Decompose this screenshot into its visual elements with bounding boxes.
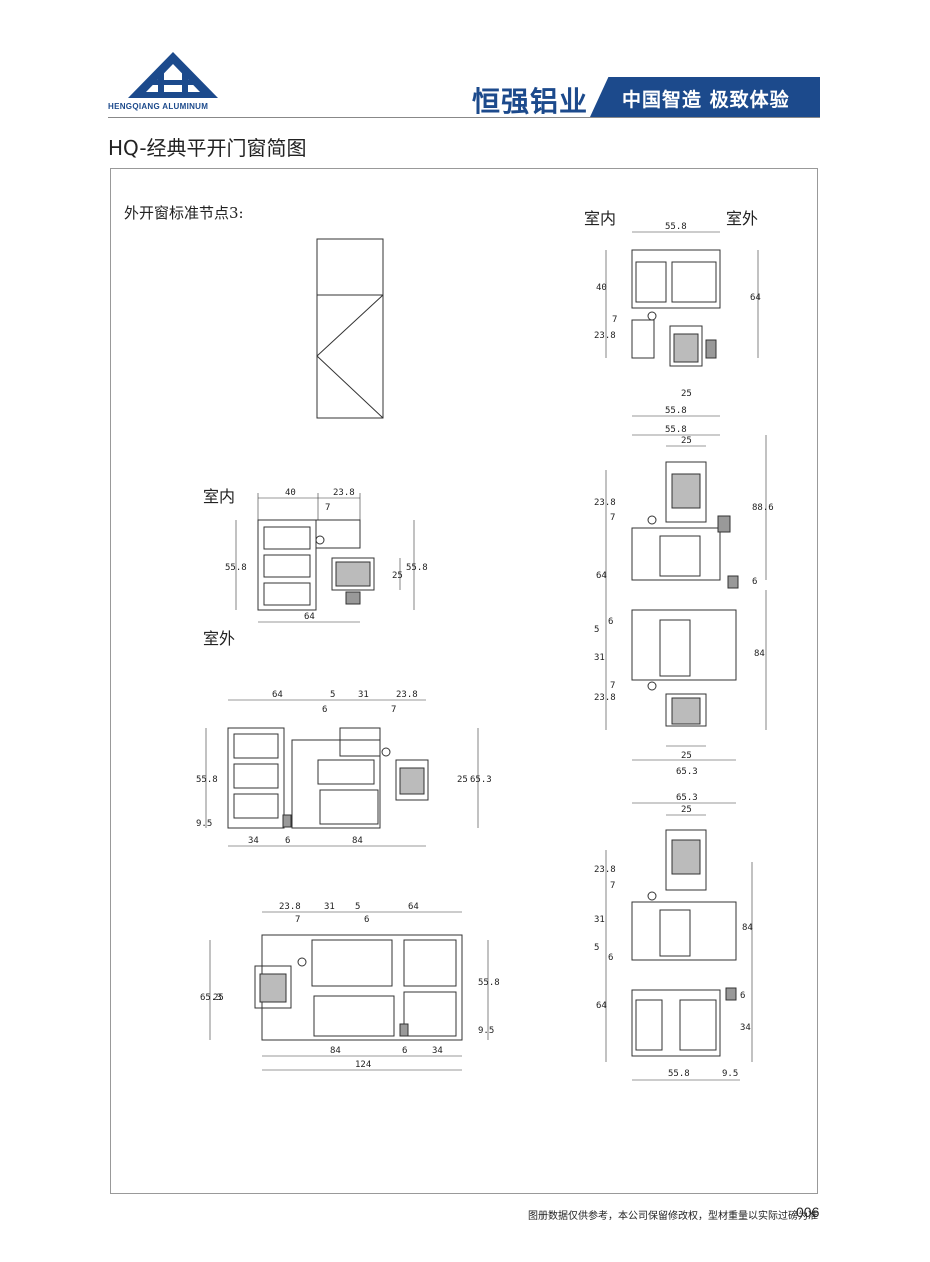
dim-f-64: 64 <box>596 1001 607 1011</box>
dim-b-6b: 6 <box>285 836 290 846</box>
dim-e-238-bottom: 23.8 <box>594 693 616 703</box>
dim-c-34: 34 <box>432 1046 443 1056</box>
section-d-dims <box>605 231 759 417</box>
dim-c-84: 84 <box>330 1046 341 1056</box>
dim-e-7-top: 7 <box>610 513 615 523</box>
dim-b-31: 31 <box>358 690 369 700</box>
page-title: HQ-经典平开门窗简图 <box>108 136 307 160</box>
dim-f-6-right: 6 <box>740 991 745 1001</box>
dim-f-7: 7 <box>610 881 615 891</box>
dim-e-6-left: 6 <box>608 617 613 627</box>
dim-b-558: 55.8 <box>196 775 218 785</box>
dim-e-84: 84 <box>754 649 765 659</box>
dim-c-64: 64 <box>408 902 419 912</box>
section-b-profile <box>227 727 429 829</box>
dim-c-124: 124 <box>355 1060 371 1070</box>
dim-c-95: 9.5 <box>478 1026 494 1036</box>
dim-e-7-bottom: 7 <box>610 681 615 691</box>
section-c-profile <box>254 934 463 1041</box>
footer-note: 图册数据仅供参考，本公司保留修改权，型材重量以实际过磅为准 <box>528 1211 818 1222</box>
logo-text: HENGQIANG ALUMINUM <box>108 102 209 111</box>
dim-e-653: 65.3 <box>676 767 698 777</box>
dim-f-558: 55.8 <box>668 1069 690 1079</box>
dim-a-238: 23.8 <box>333 488 355 498</box>
dim-d-40: 40 <box>596 283 607 293</box>
label-indoor-b: 室内 <box>584 209 617 228</box>
dim-e-5: 5 <box>594 625 599 635</box>
dim-b-34: 34 <box>248 836 259 846</box>
dim-d-558-top: 55.8 <box>665 222 687 232</box>
dim-a-40: 40 <box>285 488 296 498</box>
dim-d-64: 64 <box>750 293 761 303</box>
dim-a-64: 64 <box>304 612 315 622</box>
dim-f-653: 65.3 <box>676 793 698 803</box>
dim-a-7: 7 <box>325 503 330 513</box>
dim-b-653: 65.3 <box>470 775 492 785</box>
dim-e-886: 88.6 <box>752 503 774 513</box>
section-f-dims <box>605 802 753 1081</box>
dim-b-6: 6 <box>322 705 327 715</box>
company-logo-icon <box>128 52 218 98</box>
header-divider <box>108 117 820 118</box>
dim-e-25-bottom: 25 <box>681 751 692 761</box>
dim-a-558-right: 55.8 <box>406 563 428 573</box>
section-e-dims <box>605 434 767 761</box>
dim-c-31: 31 <box>324 902 335 912</box>
dim-a-25: 25 <box>392 571 403 581</box>
dim-e-31: 31 <box>594 653 605 663</box>
dim-d-25: 25 <box>681 389 692 399</box>
dim-e-238-top: 23.8 <box>594 498 616 508</box>
section-c-dims <box>209 911 489 1071</box>
section-b-dims <box>205 699 479 847</box>
dim-b-25: 25 <box>457 775 468 785</box>
dim-e-558: 55.8 <box>665 425 687 435</box>
dim-d-558-bottom: 55.8 <box>665 406 687 416</box>
page-number: 006 <box>796 1204 820 1220</box>
slogan-banner <box>590 77 820 117</box>
brand-name: 恒强铝业 <box>472 85 589 118</box>
dim-c-6: 6 <box>364 915 369 925</box>
dim-f-5: 5 <box>594 943 599 953</box>
dim-c-238: 23.8 <box>279 902 301 912</box>
dim-f-34: 34 <box>740 1023 751 1033</box>
dim-e-6-right: 6 <box>752 577 757 587</box>
dim-f-238: 23.8 <box>594 865 616 875</box>
dim-b-95: 9.5 <box>196 819 212 829</box>
dim-e-25-top: 25 <box>681 436 692 446</box>
section-label: 外开窗标准节点3: <box>124 204 244 222</box>
dim-b-5: 5 <box>330 690 335 700</box>
dim-c-25: 25 <box>213 993 224 1003</box>
dim-b-84: 84 <box>352 836 363 846</box>
dim-f-95: 9.5 <box>722 1069 738 1079</box>
label-outdoor-a: 室外 <box>203 629 236 648</box>
dim-f-6-left: 6 <box>608 953 613 963</box>
section-d-profile <box>631 249 721 367</box>
dim-b-238: 23.8 <box>396 690 418 700</box>
dim-b-7: 7 <box>391 705 396 715</box>
dim-b-64: 64 <box>272 690 283 700</box>
dim-d-7: 7 <box>612 315 617 325</box>
dim-c-6b: 6 <box>402 1046 407 1056</box>
dim-e-64: 64 <box>596 571 607 581</box>
slogan: 中国智造 极致体验 <box>622 89 790 111</box>
dim-c-5: 5 <box>355 902 360 912</box>
dim-a-558-left: 55.8 <box>225 563 247 573</box>
section-f-profile <box>631 829 737 1057</box>
window-elevation <box>316 238 384 419</box>
dim-d-238: 23.8 <box>594 331 616 341</box>
section-a-profile <box>257 519 375 611</box>
label-indoor-a: 室内 <box>203 487 236 506</box>
dim-f-25: 25 <box>681 805 692 815</box>
section-e-profile <box>631 461 739 727</box>
dim-c-558: 55.8 <box>478 978 500 988</box>
dim-c-653: 65.3 <box>200 993 222 1003</box>
label-outdoor-b: 室外 <box>726 209 759 228</box>
dim-f-31: 31 <box>594 915 605 925</box>
dim-c-7: 7 <box>295 915 300 925</box>
dim-f-84: 84 <box>742 923 753 933</box>
section-a-dims <box>235 493 415 623</box>
drawing-frame <box>110 168 818 1194</box>
